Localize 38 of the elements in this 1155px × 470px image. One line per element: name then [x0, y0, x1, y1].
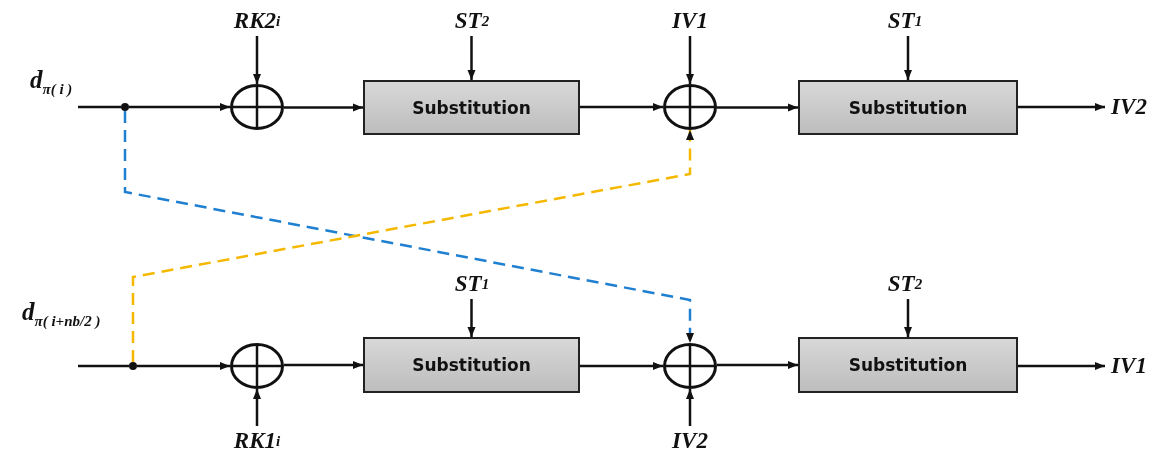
signal-label: IV2	[650, 426, 730, 456]
arrow	[129, 103, 230, 111]
arrow	[253, 36, 261, 84]
arrow	[1018, 103, 1105, 111]
xor-symbol	[230, 343, 284, 389]
arrow	[137, 362, 230, 370]
arrow	[123, 111, 694, 343]
arrow	[467, 299, 476, 337]
arrow	[131, 130, 694, 362]
arrow	[686, 36, 694, 84]
arrow	[253, 389, 261, 426]
xor-symbol	[663, 84, 717, 130]
input-label: d$_{π( i+nb/2 )}$	[22, 298, 101, 330]
arrow	[284, 361, 363, 369]
junction-dot	[129, 362, 137, 370]
xor-symbol	[230, 84, 284, 130]
substitution-box: Substitution	[798, 80, 1018, 135]
arrow	[580, 103, 663, 111]
substitution-box: Substitution	[363, 337, 580, 393]
signal-label: IV2	[1105, 92, 1153, 122]
arrow	[717, 361, 798, 369]
signal-line	[78, 105, 121, 109]
signal-label: IV1	[650, 6, 730, 36]
substitution-box: Substitution	[798, 337, 1018, 393]
arrow	[580, 362, 663, 370]
arrow	[686, 389, 694, 426]
arrow	[1018, 362, 1105, 370]
signal-label: IV1	[1105, 351, 1153, 381]
arrow	[904, 36, 912, 80]
arrow	[467, 36, 476, 80]
arrow	[904, 299, 912, 337]
input-label: d$_{π( i )}$	[30, 66, 73, 98]
arrow	[717, 103, 798, 112]
junction-dot	[121, 103, 129, 111]
xor-symbol	[663, 343, 717, 389]
arrow	[284, 103, 363, 112]
substitution-box: Substitution	[363, 80, 580, 135]
signal-line	[78, 364, 129, 368]
